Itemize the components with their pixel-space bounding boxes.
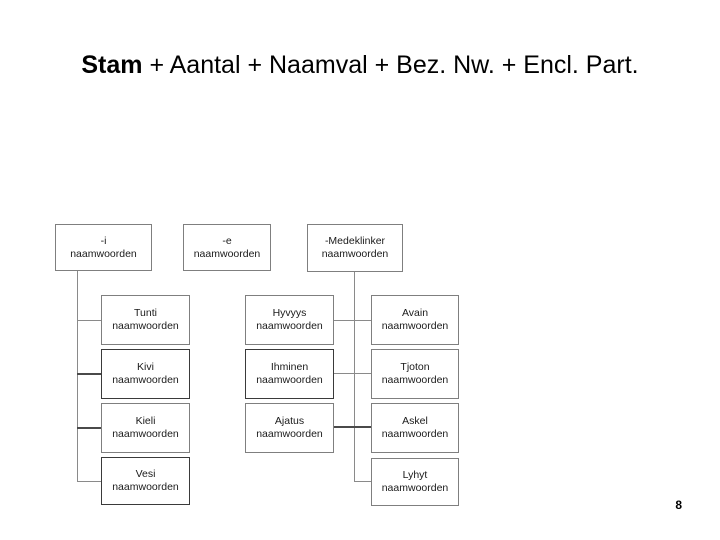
node-vesi[interactable]: Vesi naamwoorden: [101, 457, 190, 505]
node-label-line2: naamwoorden: [381, 320, 449, 332]
connector-i-to-kieli: [77, 427, 102, 429]
node-label-line1: Tjoton: [400, 361, 430, 373]
node-kivi[interactable]: Kivi naamwoorden: [101, 349, 190, 399]
node-label-line2: naamwoorden: [112, 428, 179, 440]
connector-ihminen-to-tjoton: [334, 373, 372, 374]
node-label-line1: Ihminen: [270, 361, 309, 373]
node-tjoton[interactable]: Tjoton naamwoorden: [371, 349, 459, 399]
connector-i-to-vesi: [77, 481, 102, 482]
node-label-line2: naamwoorden: [256, 320, 323, 332]
node-label-line2: naamwoorden: [70, 247, 137, 260]
node-ihminen[interactable]: Ihminen naamwoorden: [245, 349, 334, 399]
page-title-rest: + Aantal + Naamval + Bez. Nw. + Encl. Pa…: [142, 51, 639, 79]
node-label-line2: naamwoorden: [381, 374, 449, 386]
node-label-line2: naamwoorden: [321, 248, 389, 260]
node-label-line1: Lyhyt: [402, 469, 428, 481]
node-label-line1: -e: [222, 234, 232, 247]
node-label-line1: Kivi: [137, 361, 154, 373]
node-medeklinker-naamwoorden[interactable]: -Medeklinker naamwoorden: [307, 224, 403, 272]
node-label-line1: Avain: [401, 307, 429, 319]
node-label-line1: Hyvyys: [272, 307, 307, 319]
connector-medeklinker-to-lyhyt: [354, 481, 372, 482]
node-ajatus[interactable]: Ajatus naamwoorden: [245, 403, 334, 453]
page-title: Stam + Aantal + Naamval + Bez. Nw. + Enc…: [36, 50, 684, 80]
node-label-line2: naamwoorden: [381, 428, 449, 440]
node-avain[interactable]: Avain naamwoorden: [371, 295, 459, 345]
node-tunti[interactable]: Tunti naamwoorden: [101, 295, 190, 345]
node-label-line2: naamwoorden: [112, 481, 179, 493]
node-label-line2: naamwoorden: [112, 374, 179, 386]
page-number: 8: [675, 498, 682, 512]
node-label-line1: Vesi: [135, 468, 156, 480]
node-label-line1: -Medeklinker: [324, 235, 386, 247]
connector-hyvyys-to-avain: [334, 320, 372, 321]
node-label-line2: naamwoorden: [193, 247, 261, 260]
connector-medeklinker-vertical: [354, 272, 355, 482]
connector-i-to-kivi: [77, 373, 102, 375]
node-i-naamwoorden[interactable]: -i naamwoorden: [55, 224, 152, 271]
node-askel[interactable]: Askel naamwoorden: [371, 403, 459, 453]
node-label-line1: Tunti: [134, 307, 157, 319]
node-lyhyt[interactable]: Lyhyt naamwoorden: [371, 458, 459, 506]
node-kieli[interactable]: Kieli naamwoorden: [101, 403, 190, 453]
node-label-line1: Ajatus: [274, 415, 305, 427]
node-label-line1: Kieli: [135, 415, 156, 427]
node-label-line2: naamwoorden: [381, 482, 449, 494]
node-e-naamwoorden[interactable]: -e naamwoorden: [183, 224, 271, 271]
connector-i-vertical: [77, 271, 78, 481]
node-hyvyys[interactable]: Hyvyys naamwoorden: [245, 295, 334, 345]
node-label-line1: Askel: [402, 415, 428, 427]
node-label-line2: naamwoorden: [256, 428, 323, 440]
page-title-bold: Stam: [81, 51, 143, 79]
node-label-line1: -i: [100, 234, 107, 247]
connector-ajatus-to-askel: [334, 426, 372, 428]
connector-i-to-tunti: [77, 320, 102, 321]
node-label-line2: naamwoorden: [112, 320, 179, 332]
node-label-line2: naamwoorden: [256, 374, 323, 386]
